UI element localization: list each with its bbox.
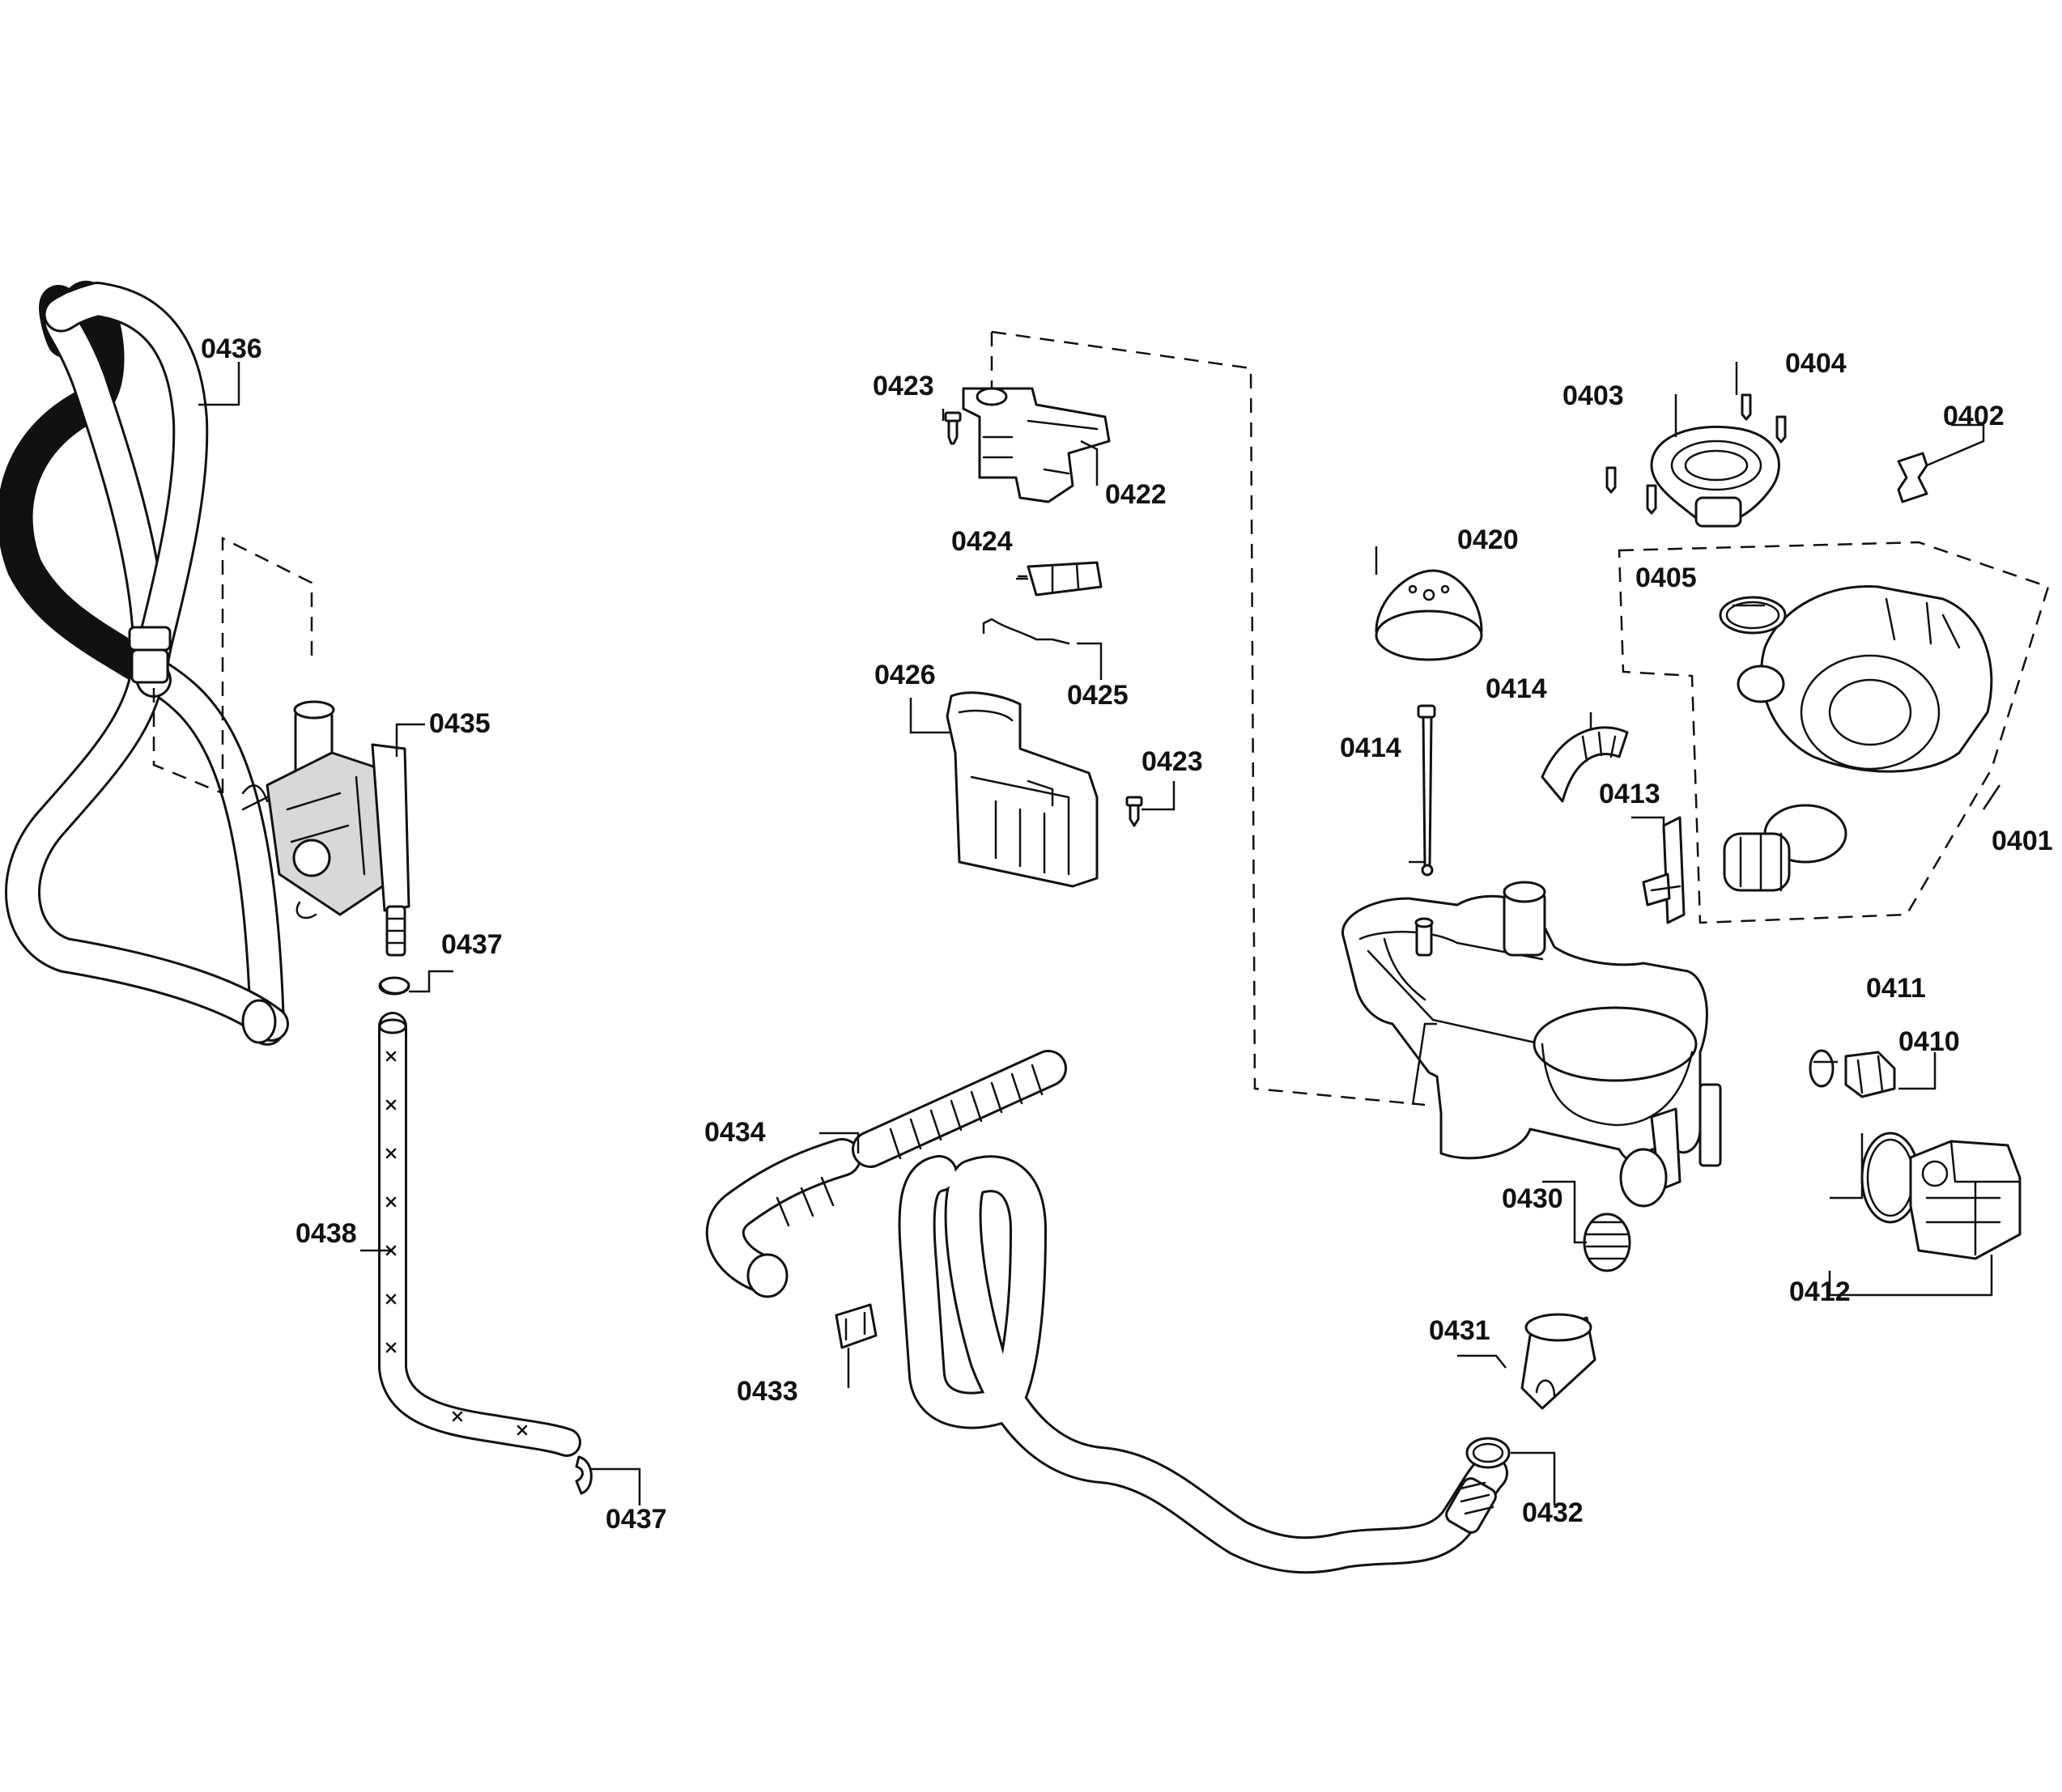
part-0423-screw-upper[interactable] — [944, 411, 962, 445]
part-drain-hose[interactable] — [898, 1155, 1508, 1574]
pump-group-dashed-outline — [1618, 541, 2050, 924]
part-0420-cap[interactable] — [1375, 569, 1483, 661]
callout-0434: 0434 — [704, 1117, 766, 1148]
part-0403-housing[interactable] — [1650, 425, 1780, 528]
leader-lines — [198, 362, 2001, 1505]
callout-0436: 0436 — [201, 333, 262, 364]
part-0425-wire[interactable] — [982, 618, 1070, 645]
part-0436-hose[interactable] — [0, 280, 289, 1046]
callout-0430: 0430 — [1502, 1183, 1563, 1214]
callout-0412: 0412 — [1789, 1276, 1851, 1307]
part-0437-clamp-lower[interactable] — [575, 1455, 593, 1495]
part-0423-screw-lower[interactable] — [1125, 796, 1143, 827]
callout-0437-upper: 0437 — [441, 929, 503, 960]
part-drain-pump[interactable] — [1909, 1140, 2022, 1260]
callout-0405: 0405 — [1635, 563, 1697, 593]
callout-0401: 0401 — [1992, 826, 2053, 856]
part-0437-clamp-upper[interactable] — [378, 976, 410, 996]
callout-0421: 0414 — [1340, 733, 1401, 763]
callout-0423-upper: 0423 — [873, 371, 934, 401]
part-0401-pump[interactable] — [1723, 584, 1993, 892]
callout-0433: 0433 — [737, 1376, 798, 1407]
part-0422-bracket[interactable] — [962, 387, 1111, 503]
part-0432-seal[interactable] — [1465, 1437, 1511, 1469]
part-0424-switch[interactable] — [1017, 561, 1103, 597]
part-0433-clip[interactable] — [835, 1303, 878, 1349]
part-0404-screws[interactable] — [1605, 393, 1787, 515]
callout-0411: 0411 — [1866, 973, 1926, 1004]
part-0413-flap[interactable] — [1642, 816, 1686, 924]
callout-0425: 0425 — [1067, 680, 1129, 711]
callout-0414: 0414 — [1486, 673, 1547, 704]
callout-0437-lower: 0437 — [606, 1504, 667, 1535]
callout-0426: 0426 — [874, 660, 936, 690]
part-0426-housing[interactable] — [946, 691, 1099, 888]
callout-0431: 0431 — [1429, 1315, 1490, 1346]
part-0402-bracket[interactable] — [1897, 452, 1928, 503]
callout-0420: 0420 — [1457, 524, 1519, 555]
part-0438-hose[interactable] — [378, 1012, 581, 1457]
part-0405-clamp[interactable] — [1719, 596, 1787, 635]
part-0434-hose[interactable] — [705, 1050, 1067, 1298]
assembly-dashed-line — [152, 536, 313, 795]
part-sump[interactable] — [1341, 881, 1722, 1208]
callout-0435: 0435 — [429, 708, 491, 739]
callout-0424: 0424 — [951, 526, 1013, 557]
part-0435-valve[interactable] — [241, 700, 410, 957]
part-callouts: 0436 0435 0437 0438 0437 0423 0422 0424 … — [201, 333, 2053, 1535]
callout-0402: 0402 — [1943, 401, 2005, 431]
part-0421-rod[interactable] — [1417, 704, 1436, 877]
callout-0404: 0404 — [1785, 348, 1847, 379]
part-0411-oring[interactable] — [1809, 1049, 1835, 1088]
callout-0413: 0413 — [1599, 779, 1660, 809]
callout-0423-lower: 0423 — [1142, 746, 1203, 777]
callout-0432: 0432 — [1522, 1497, 1584, 1528]
callout-0403: 0403 — [1562, 380, 1624, 411]
part-0410-sensor[interactable] — [1844, 1051, 1896, 1098]
callout-0422: 0422 — [1105, 479, 1167, 510]
callout-0438: 0438 — [295, 1218, 357, 1249]
part-0431-adapter[interactable] — [1520, 1313, 1596, 1410]
part-0414-clip[interactable] — [1541, 726, 1629, 803]
part-0430-valve[interactable] — [1583, 1212, 1631, 1272]
assembly-dashed-line-centre — [990, 330, 1426, 1106]
callout-0410: 0410 — [1898, 1026, 1960, 1057]
